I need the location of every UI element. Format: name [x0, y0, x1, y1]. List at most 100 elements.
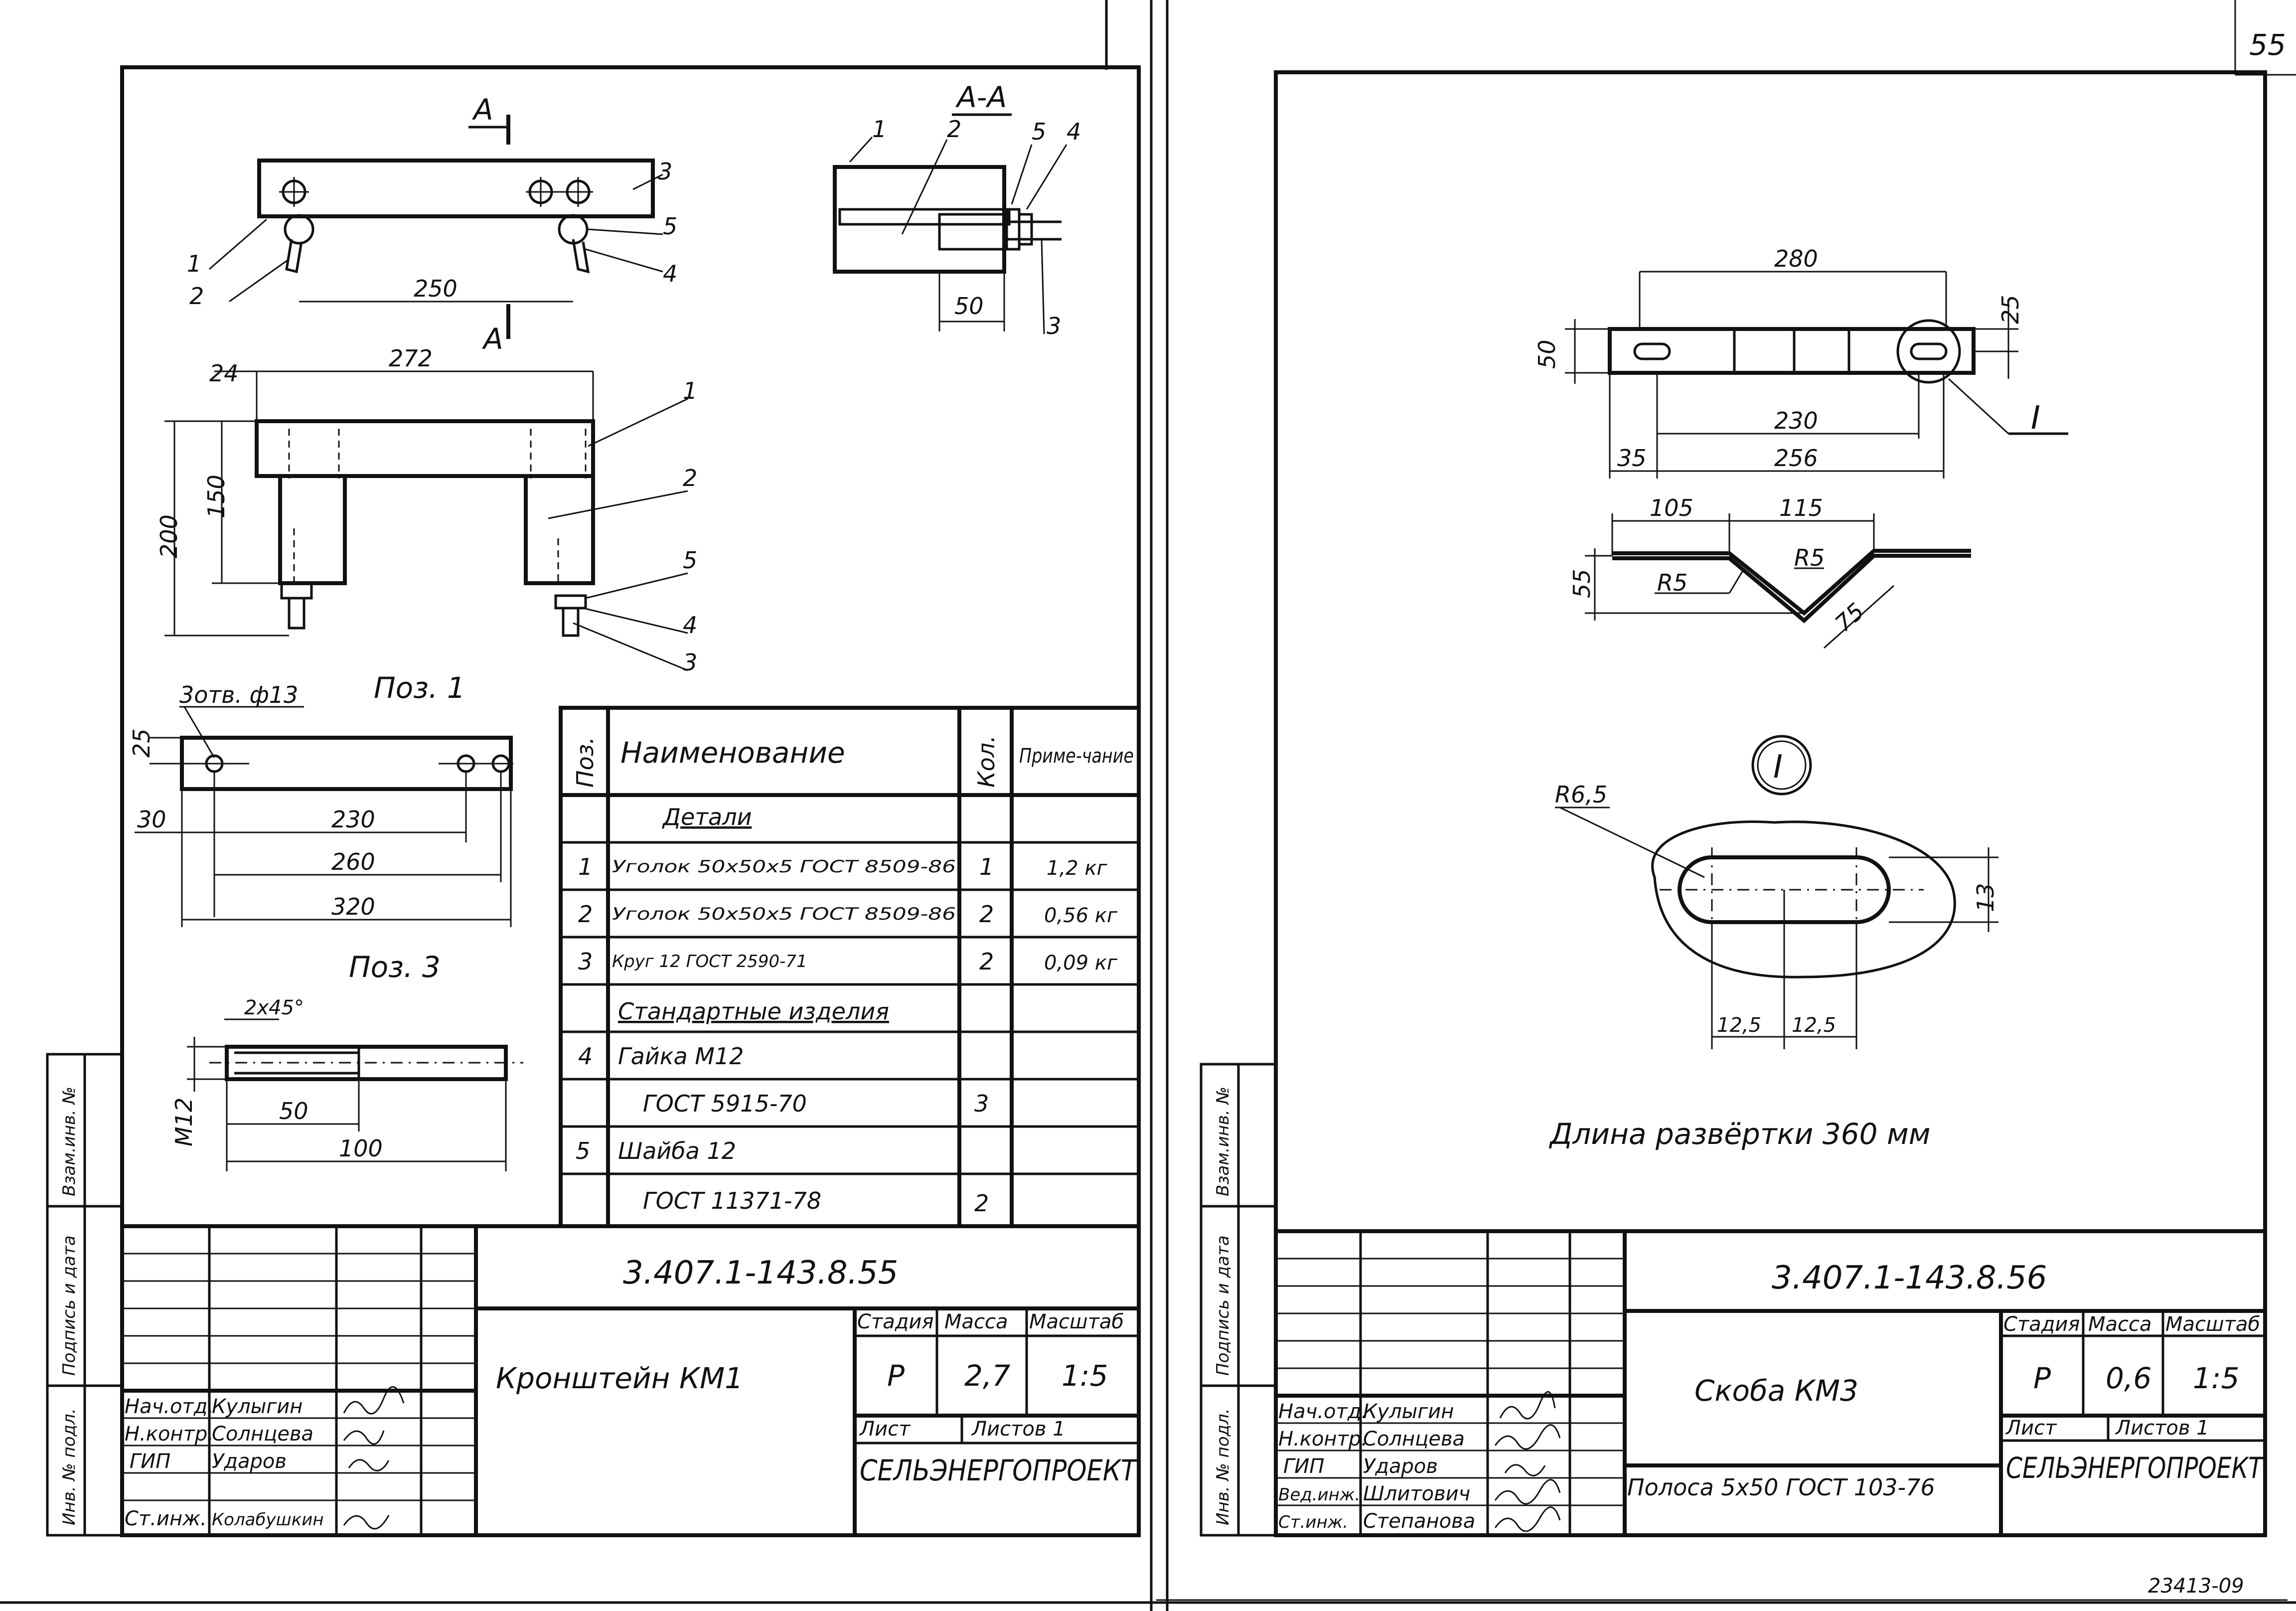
callout-1-front: 1	[187, 250, 201, 277]
right-material: Полоса 5х50 ГОСТ 103-76	[1627, 1474, 1935, 1501]
spec-header-note: Приме-чание	[1019, 745, 1134, 768]
dim-R65: R6,5	[1555, 781, 1607, 808]
detail-mark-title: I	[1773, 749, 1783, 786]
callout-3-front: 3	[658, 158, 672, 185]
spec-row-2-name: Уголок 50х50х5 ГОСТ 8509-86	[612, 904, 956, 924]
dim-50-strip: 50	[1533, 339, 1560, 369]
archive-number: 23413-09	[2148, 1575, 2244, 1598]
signature-mark	[1494, 1479, 1561, 1505]
dim-150: 150	[203, 475, 230, 518]
spec-row-6-name: Гайка М12	[618, 1043, 744, 1070]
dim-256: 256	[1774, 445, 1818, 472]
right-staff-1-role: Н.контр.	[1278, 1428, 1368, 1450]
dim-R5-b: R5	[1794, 544, 1825, 571]
left-scale: 1:5	[1062, 1359, 1108, 1393]
spec-row-8-name: Шайба 12	[618, 1137, 736, 1164]
right-scale: 1:5	[2193, 1361, 2239, 1395]
right-staff-1-name: Солнцева	[1363, 1428, 1465, 1450]
spec-row-3-name: Круг 12 ГОСТ 2590-71	[612, 952, 807, 971]
right-sheet: Инв. № подл. Подпись и дата Взам.инв. № …	[1200, 70, 2267, 1537]
signature-mark	[343, 1386, 405, 1415]
bracket-front-view	[257, 159, 655, 274]
left-sheet-label: Лист	[859, 1418, 911, 1441]
signature-mark	[1494, 1506, 1561, 1532]
right-staff-0-role: Нач.отд.	[1278, 1400, 1368, 1423]
left-title-block: 3.407.1-143.8.55 Кронштейн КМ1 Стадия Ма…	[122, 1224, 1139, 1535]
signature-mark	[348, 1459, 390, 1471]
spec-row-6-pos: 4	[578, 1043, 593, 1070]
right-doc-code: 3.407.1-143.8.56	[1772, 1260, 2047, 1296]
spec-table: Поз. Наименование Кол. Приме-чание Детал…	[559, 706, 1141, 1228]
right-title-block: 3.407.1-143.8.56 Скоба КМ3 Полоса 5х50 Г…	[1276, 1229, 2265, 1535]
right-staff-2-role: ГИП	[1283, 1455, 1324, 1478]
spec-row-2-note: 0,56 кг	[1044, 904, 1118, 927]
dim-320: 320	[331, 893, 375, 920]
dim-25-strip: 25	[1997, 295, 2024, 324]
strip-plan: I 280 25 50 230 35 256	[1533, 245, 2068, 479]
dim-30: 30	[137, 806, 166, 833]
left-title: Кронштейн КМ1	[496, 1361, 743, 1395]
poz3-drawing: Поз. 3 2х45° M12 50 100	[170, 950, 523, 1171]
left-doc-code: 3.407.1-143.8.55	[623, 1255, 898, 1291]
poz3-label: Поз. 3	[349, 950, 441, 984]
signature-mark	[1504, 1464, 1546, 1476]
dim-105: 105	[1650, 494, 1693, 521]
side-stamp-replace-right: Взам.инв. №	[1213, 1087, 1233, 1196]
dim-24: 24	[209, 360, 239, 387]
right-title: Скоба КМ3	[1694, 1374, 1858, 1408]
callout-1-side: 1	[683, 377, 697, 404]
right-staff-3-role: Вед.инж.	[1278, 1485, 1360, 1505]
signature-mark	[1494, 1424, 1561, 1450]
dim-272: 272	[389, 345, 433, 372]
dim-12-5-b: 12,5	[1792, 1014, 1836, 1037]
callout-5-side: 5	[683, 547, 697, 574]
right-scale-label: Масштаб	[2165, 1313, 2260, 1336]
side-stamp-sign: Подпись и дата	[59, 1235, 79, 1376]
side-stamp-replace: Взам.инв. №	[59, 1087, 79, 1196]
right-staff-2-name: Ударов	[1363, 1455, 1438, 1478]
spec-header-pos: Поз.	[572, 737, 599, 788]
right-side-stamp: Инв. № подл. Подпись и дата Взам.инв. №	[1200, 1063, 1277, 1537]
signature-mark	[343, 1515, 390, 1530]
dim-75: 75	[1830, 598, 1869, 637]
bracket-side-view: 24 272 200 150 1 2 5 4 3	[155, 345, 697, 676]
dim-13: 13	[1972, 883, 1999, 912]
left-staff-4-role: Ст.инж.	[125, 1507, 207, 1530]
left-sheet: Инв. № подл. Подпись и дата Взам.инв. № …	[46, 65, 1141, 1537]
dim-260: 260	[331, 848, 375, 875]
callout-4-side: 4	[683, 612, 697, 639]
spec-row-0-name: Детали	[662, 804, 752, 830]
callout-5-section: 5	[1032, 118, 1046, 145]
dim-280: 280	[1774, 245, 1818, 272]
right-staff-4-name: Степанова	[1363, 1510, 1475, 1533]
detail-i: I 13 R6,5 12,5 12,5	[1555, 735, 1999, 1049]
left-staff-0-name: Кулыгин	[212, 1395, 303, 1418]
spec-row-1-note: 1,2 кг	[1047, 857, 1107, 880]
side-stamp-sign-right: Подпись и дата	[1213, 1235, 1233, 1376]
left-staff-2-name: Ударов	[212, 1450, 287, 1473]
dim-100: 100	[339, 1135, 383, 1162]
left-stage-label: Стадия	[857, 1310, 933, 1333]
callout-5-front: 5	[663, 213, 677, 240]
left-staff-1-role: Н.контр.	[125, 1423, 214, 1446]
right-staff-4-role: Ст.инж.	[1278, 1512, 1348, 1532]
spec-row-2-pos: 2	[578, 901, 593, 928]
dim-12-5-a: 12,5	[1717, 1014, 1761, 1037]
spec-row-9-qty: 2	[974, 1190, 989, 1217]
callout-4-section: 4	[1067, 118, 1081, 145]
dim-chamfer: 2х45°	[244, 996, 304, 1019]
callout-2-front: 2	[189, 283, 204, 310]
spec-row-3-note: 0,09 кг	[1044, 952, 1118, 974]
poz1-drawing: Поз. 1 3отв. ф13 25 30 230 260	[128, 671, 513, 927]
spec-header-name: Наименование	[620, 736, 845, 770]
detail-mark-plan: I	[2031, 400, 2040, 437]
spec-row-7-qty: 3	[974, 1090, 989, 1117]
poz1-label: Поз. 1	[374, 671, 465, 705]
spec-row-1-qty: 1	[979, 853, 994, 880]
bent-profile: 105 115 55 R5 R5 75	[1568, 494, 1971, 649]
section-label-bottom: А	[481, 322, 503, 356]
left-org: СЕЛЬЭНЕРГОПРОЕКТ	[860, 1453, 1138, 1487]
dim-230-strip: 230	[1774, 407, 1818, 434]
left-mass-label: Масса	[944, 1310, 1008, 1333]
